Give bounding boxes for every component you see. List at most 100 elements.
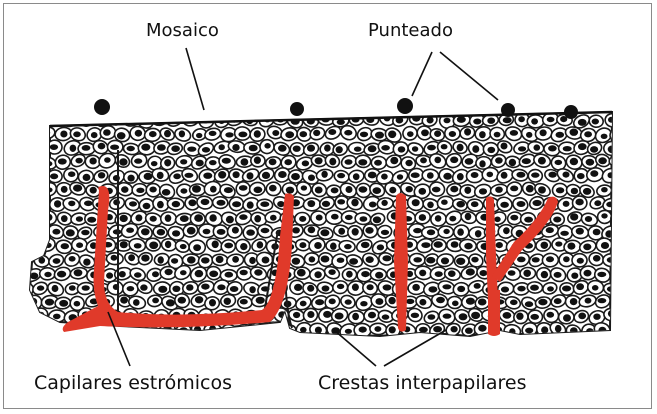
cell-nucleus <box>547 286 554 291</box>
cell-nucleus <box>91 132 98 138</box>
cell-nucleus <box>45 187 53 192</box>
cell-nucleus <box>578 119 587 126</box>
cell-nucleus <box>309 256 316 262</box>
cell-nucleus <box>201 199 210 205</box>
cell-nucleus <box>322 201 330 207</box>
cell-nucleus <box>84 201 93 207</box>
cell-nucleus <box>30 244 37 249</box>
cell-nucleus <box>110 145 119 150</box>
cell-nucleus <box>475 230 482 237</box>
cell-nucleus <box>412 199 420 206</box>
cell-nucleus <box>294 284 302 291</box>
cell-nucleus <box>426 257 435 264</box>
cell-nucleus <box>260 201 269 207</box>
cell-nucleus <box>381 174 388 180</box>
cell-nucleus <box>254 157 261 164</box>
cell-nucleus <box>608 117 615 123</box>
cell-nucleus <box>443 314 452 319</box>
cell-nucleus <box>518 116 525 122</box>
cell-nucleus <box>335 313 344 320</box>
cell-nucleus <box>359 327 367 333</box>
cell-nucleus <box>165 241 171 248</box>
cell-nucleus <box>546 256 554 262</box>
cell-nucleus <box>98 172 105 178</box>
cell-nucleus <box>82 145 91 151</box>
cell-nucleus <box>509 328 515 335</box>
cell-nucleus <box>337 173 345 178</box>
cell-nucleus <box>301 185 307 190</box>
cell-nucleus <box>510 130 518 136</box>
punctation-dot <box>397 98 413 114</box>
cell-nucleus <box>473 119 481 125</box>
cell-nucleus <box>577 258 584 264</box>
cell-nucleus <box>196 133 202 138</box>
cell-nucleus <box>443 173 452 180</box>
cell-nucleus <box>592 285 599 291</box>
cell-nucleus <box>472 145 479 153</box>
cell-nucleus <box>209 299 216 306</box>
cell-nucleus <box>427 202 434 209</box>
cell-nucleus <box>307 311 314 318</box>
cell-nucleus <box>140 284 147 290</box>
cell-nucleus <box>419 270 426 277</box>
cell-nucleus <box>598 157 607 164</box>
cell-nucleus <box>89 158 96 165</box>
cell-nucleus <box>173 173 181 179</box>
cell-nucleus <box>203 173 212 179</box>
cell-nucleus <box>501 172 508 179</box>
cell-nucleus <box>471 312 480 319</box>
cell-nucleus <box>81 116 90 122</box>
cell-nucleus <box>30 159 37 164</box>
cell-nucleus <box>180 159 187 164</box>
cell-nucleus <box>120 297 128 304</box>
cell-nucleus <box>314 242 322 249</box>
cell-nucleus <box>337 119 345 125</box>
cell-nucleus <box>487 118 495 124</box>
cell-nucleus <box>150 216 157 222</box>
cell-nucleus <box>577 173 585 179</box>
cell-nucleus <box>134 328 141 333</box>
cell-nucleus <box>570 327 578 334</box>
cell-nucleus <box>111 255 118 261</box>
cell-nucleus <box>571 273 578 279</box>
cell-nucleus <box>300 327 307 333</box>
cell-nucleus <box>478 299 487 306</box>
cell-nucleus <box>494 132 501 138</box>
cell-nucleus <box>555 241 562 246</box>
cell-nucleus <box>164 159 171 166</box>
cell-nucleus <box>540 129 547 136</box>
cell-nucleus <box>322 285 330 291</box>
cell-nucleus <box>427 145 436 151</box>
cell-nucleus <box>382 314 390 319</box>
cell-nucleus <box>321 171 327 178</box>
cell <box>30 167 51 185</box>
cell-nucleus <box>419 188 427 195</box>
cell-nucleus <box>40 230 48 235</box>
cell-nucleus <box>567 243 575 250</box>
cell-nucleus <box>300 301 307 307</box>
cell-nucleus <box>241 158 249 165</box>
cell-nucleus <box>120 215 128 222</box>
cell-nucleus <box>171 258 178 264</box>
cell-nucleus <box>292 227 300 233</box>
cell-nucleus <box>593 255 601 262</box>
punctation-dot <box>290 102 304 116</box>
cell-nucleus <box>413 257 422 262</box>
cell-nucleus <box>308 175 315 181</box>
cell-nucleus <box>149 131 157 137</box>
cell-nucleus <box>69 256 76 262</box>
cell-nucleus <box>538 157 546 165</box>
cell-nucleus <box>413 228 422 233</box>
cell-nucleus <box>209 271 218 278</box>
cell-nucleus <box>592 119 599 125</box>
cell <box>24 155 41 169</box>
cell-nucleus <box>548 172 556 178</box>
cell-nucleus <box>509 159 516 166</box>
cell-nucleus <box>240 299 248 305</box>
cell-nucleus <box>541 271 548 278</box>
cell-nucleus <box>320 229 329 236</box>
cell-nucleus <box>76 242 83 248</box>
cell-nucleus <box>129 201 137 206</box>
cell <box>38 320 58 338</box>
cell-nucleus <box>225 272 234 278</box>
